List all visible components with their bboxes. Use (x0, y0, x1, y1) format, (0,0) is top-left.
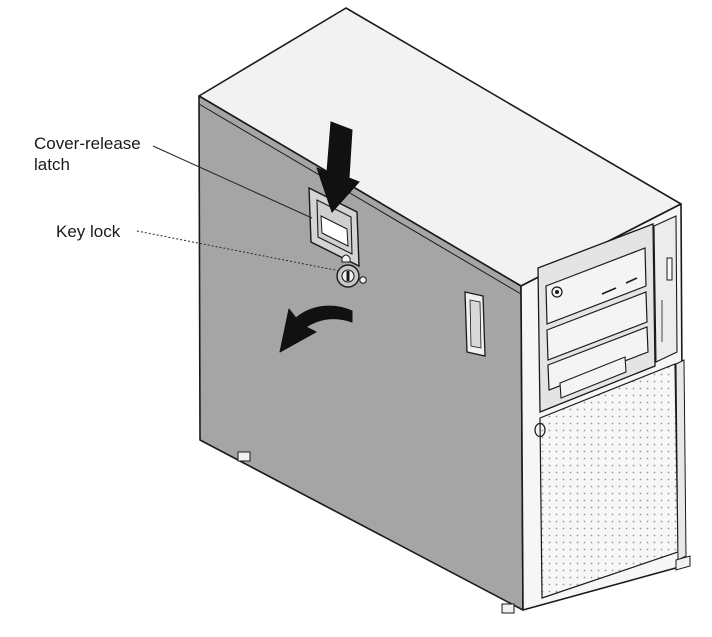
blank-bay-2 (547, 326, 649, 391)
power-button (666, 257, 673, 281)
panel-top-edge (198, 103, 522, 295)
foot-front (675, 555, 691, 571)
cover-release-label-line-2: latch (34, 155, 70, 174)
foot-rear (237, 451, 251, 462)
latch-slot (320, 215, 349, 247)
drive-slot (601, 287, 617, 295)
cover-release-latch-label: Cover-release latch (34, 133, 141, 175)
operator-panel (653, 215, 678, 363)
foot-middle (501, 603, 515, 614)
door-hinge-trim (675, 359, 687, 561)
eject-dot (555, 290, 559, 294)
drive-button (625, 277, 638, 284)
power-led (534, 422, 546, 438)
slide-back-arrow-icon (279, 305, 353, 353)
optical-drive-bay (545, 247, 647, 325)
cover-release-leader-line (152, 145, 313, 219)
lock-icon (336, 254, 367, 288)
key-lock-leader-line (136, 230, 341, 272)
side-handle-recess (469, 299, 482, 349)
key-lock-label: Key lock (56, 222, 121, 241)
push-down-arrow-icon (316, 121, 360, 213)
blank-bay-3 (559, 356, 627, 399)
cover-release-label-line-1: Cover-release (34, 134, 141, 153)
blank-bay-1 (546, 291, 648, 361)
